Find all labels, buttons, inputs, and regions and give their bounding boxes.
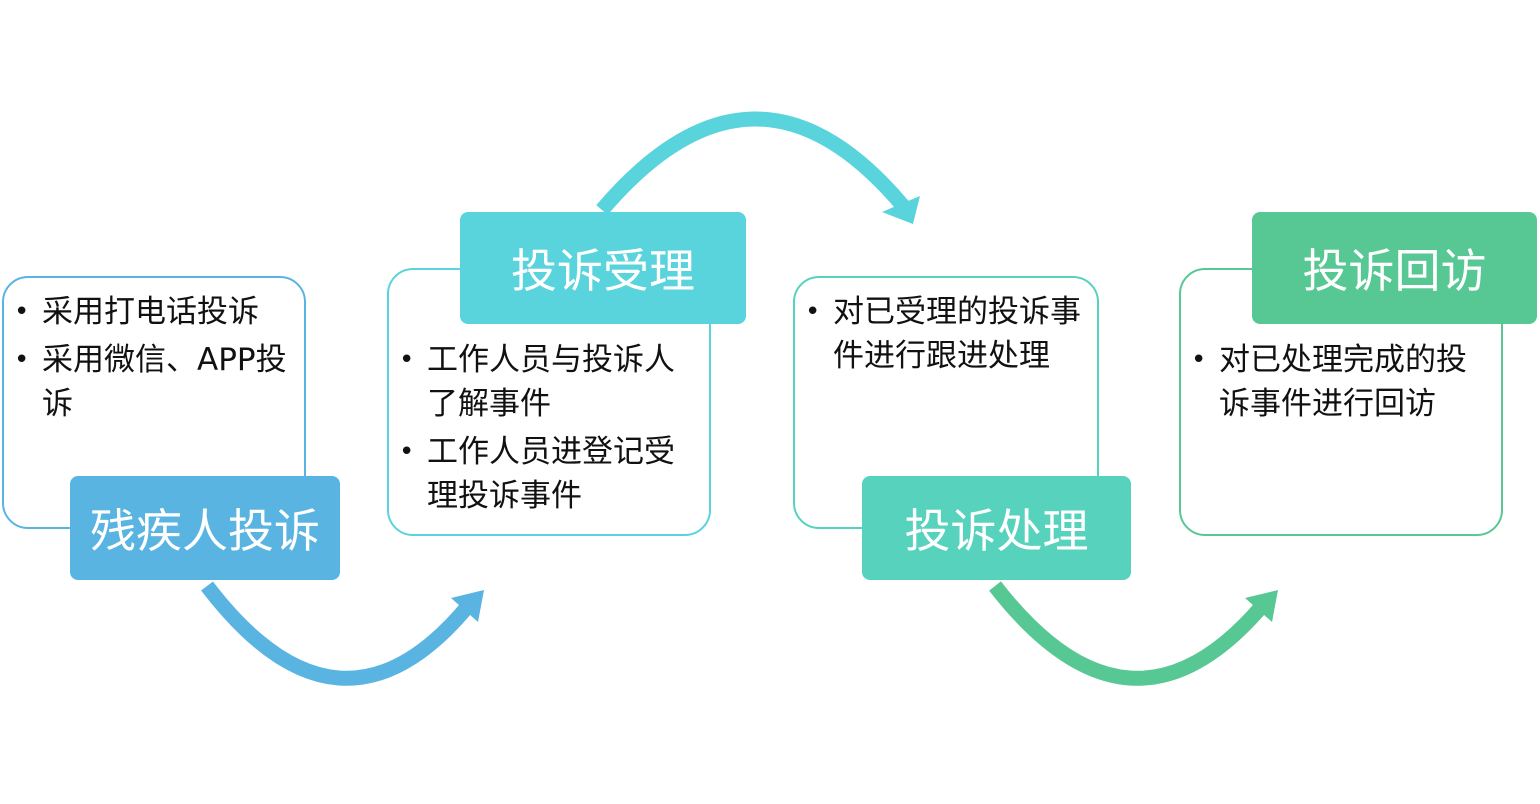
step-2-title: 投诉受理 (460, 212, 746, 324)
bullet: 对已处理完成的投诉事件进行回访 (1181, 338, 1471, 426)
arrow-1-to-2 (201, 581, 484, 686)
bullet: 工作人员进登记受理投诉事件 (389, 430, 689, 518)
bullet: 采用打电话投诉 (4, 290, 296, 334)
step-1-title: 残疾人投诉 (70, 476, 340, 580)
step-3-title: 投诉处理 (862, 476, 1131, 580)
step-4-title: 投诉回访 (1252, 212, 1537, 324)
arrow-3-to-4 (989, 581, 1278, 686)
bullet: 对已受理的投诉事件进行跟进处理 (795, 290, 1083, 378)
bullet: 采用微信、APP投诉 (4, 338, 296, 426)
arrow-2-to-3 (596, 111, 920, 224)
bullet: 工作人员与投诉人了解事件 (389, 338, 689, 426)
